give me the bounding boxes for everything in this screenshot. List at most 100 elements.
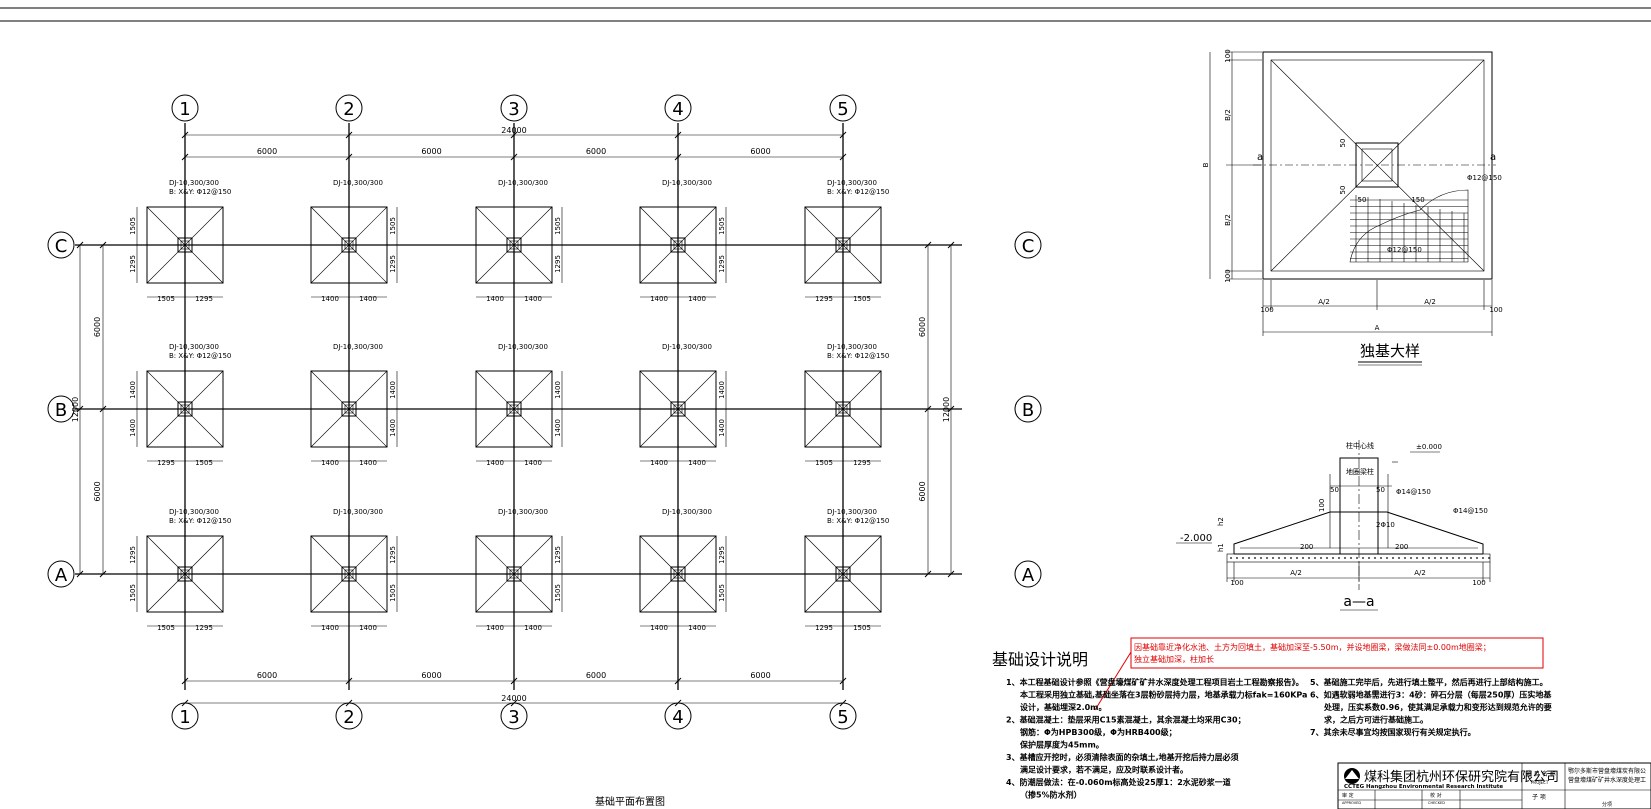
sub-item-label: 分项 — [1602, 801, 1612, 808]
blinding-dot — [1476, 557, 1478, 559]
footing-rebar: B: X&Y: Φ12@150 — [827, 517, 889, 525]
footing-outline — [146, 370, 224, 448]
blinding-dot — [1242, 557, 1244, 559]
axis-bubble-right — [1014, 231, 1042, 259]
footing-diagonal — [146, 370, 224, 448]
footing-dim-bottom: 1295 — [554, 255, 562, 273]
axis-bubble-top — [664, 94, 692, 122]
dim-tick — [839, 153, 847, 161]
blinding-dot — [1284, 557, 1286, 559]
footing-outline — [639, 370, 717, 448]
dim-tick — [345, 677, 353, 685]
red-note-box — [1130, 637, 1544, 669]
dim-tick — [76, 405, 84, 413]
column — [670, 401, 686, 417]
footing-diagonal — [804, 370, 882, 448]
section-title: a—a — [1343, 594, 1374, 610]
footing-code: DJ-10,300/300 — [662, 343, 712, 351]
blinding-dot — [1416, 557, 1418, 559]
footing-code: DJ-10,300/300 — [333, 508, 383, 516]
footing-dim-left: 1505 — [157, 624, 175, 632]
dim-tick — [839, 131, 847, 139]
blinding-dot — [1362, 557, 1364, 559]
dim-h1: h1 — [1217, 543, 1225, 552]
notes-left-line: 设计，基础埋深2.0m。 — [1020, 702, 1107, 712]
footing-dim-left: 1295 — [815, 624, 833, 632]
footing-dim-top: 1400 — [554, 381, 562, 399]
footing-rebar: B: X&Y: Φ12@150 — [827, 352, 889, 360]
footing-code: DJ-10,300/300 — [333, 343, 383, 351]
dim-tick — [510, 677, 518, 685]
column — [341, 237, 357, 253]
dim-200-left: 200 — [1300, 543, 1313, 551]
dim-tick — [924, 241, 932, 249]
axis-bubble-left — [47, 231, 75, 259]
blinding-dot — [1344, 557, 1346, 559]
footing-dim-top: 1400 — [129, 381, 137, 399]
elev-bottom: -2.000 — [1180, 533, 1212, 544]
red-note-line-2: 独立基础加深，柱加长 — [1134, 654, 1214, 664]
column — [506, 237, 522, 253]
footing-code: DJ-10,300/300 — [827, 343, 877, 351]
dim-tick — [674, 677, 682, 685]
col-center-label: 柱中心线 — [1346, 441, 1374, 450]
notes-left-line: （掺5%防水剂） — [1020, 790, 1082, 800]
notes-right-line: 处理，压实系数0.96，使其满足承载力和变形达到规范允许的要 — [1323, 702, 1552, 712]
dim-tick — [924, 405, 932, 413]
footing-code: DJ-10,300/300 — [662, 508, 712, 516]
axis-bubble-left — [47, 560, 75, 588]
footing-dim-right: 1400 — [688, 295, 706, 303]
footing-diagonal — [310, 535, 388, 613]
dim-a-half-right: A/2 — [1424, 298, 1436, 306]
column-inner — [344, 569, 354, 579]
dim-tick — [181, 677, 189, 685]
blinding-dot — [1326, 557, 1328, 559]
blinding-dot — [1314, 557, 1316, 559]
dim-tick — [345, 699, 353, 707]
blinding-dot — [1392, 557, 1394, 559]
blinding-dot — [1380, 557, 1382, 559]
footing-dim-top: 1295 — [554, 546, 562, 564]
company-name-cn: 煤科集团杭州环保研究院有限公司 — [1364, 769, 1559, 785]
item-label: 子 项 — [1532, 794, 1546, 801]
dim-200-right: 200 — [1395, 543, 1408, 551]
column-inner — [838, 404, 848, 414]
dim-total-y: 12000 — [942, 397, 951, 422]
footing-dim-top: 1295 — [129, 546, 137, 564]
footing-dim-right: 1505 — [195, 459, 213, 467]
column-inner — [838, 569, 848, 579]
footing-dim-bottom: 1295 — [129, 255, 137, 273]
dim-tick — [947, 570, 955, 578]
footing-outline — [475, 535, 553, 613]
footing-rebar: B: X&Y: Φ12@150 — [169, 352, 231, 360]
footing-inner-outline — [1270, 59, 1485, 272]
notes-left-line: 3、基槽应开挖时，必须清除表面的杂填土,地基开挖后持力层必须 — [1006, 752, 1239, 762]
column-inner — [509, 404, 519, 414]
axis-bubble-right — [1014, 395, 1042, 423]
footing-outline — [804, 535, 882, 613]
footing-code: DJ-10,300/300 — [169, 508, 219, 516]
dim-span-y: 6000 — [93, 317, 102, 337]
project-label-en: PROJECT — [1531, 780, 1549, 785]
footing-outline — [1262, 51, 1493, 280]
footing-rebar: B: X&Y: Φ12@150 — [169, 188, 231, 196]
footing-dim-right: 1400 — [524, 295, 542, 303]
notes-title: 基础设计说明 — [992, 650, 1088, 669]
dim-50-left: 50 — [1358, 196, 1367, 204]
dim-span-x: 6000 — [257, 147, 277, 156]
blinding-dot — [1248, 557, 1250, 559]
dim-50-top: 50 — [1339, 139, 1347, 148]
footing-diagonal — [639, 370, 717, 448]
axis-bubble-top — [500, 94, 528, 122]
blinding-dot — [1428, 557, 1430, 559]
rebar-label-b: Φ14@150 — [1453, 507, 1488, 515]
column — [506, 566, 522, 582]
check-label-en: CHECKED — [1428, 801, 1445, 805]
blinding-dot — [1350, 557, 1352, 559]
footing-dim-top: 1400 — [718, 381, 726, 399]
dim-tick — [839, 677, 847, 685]
blinding-dot — [1254, 557, 1256, 559]
axis-label-top: 1 — [179, 99, 190, 120]
dim-span-y: 6000 — [918, 481, 927, 501]
dim-tick — [510, 131, 518, 139]
